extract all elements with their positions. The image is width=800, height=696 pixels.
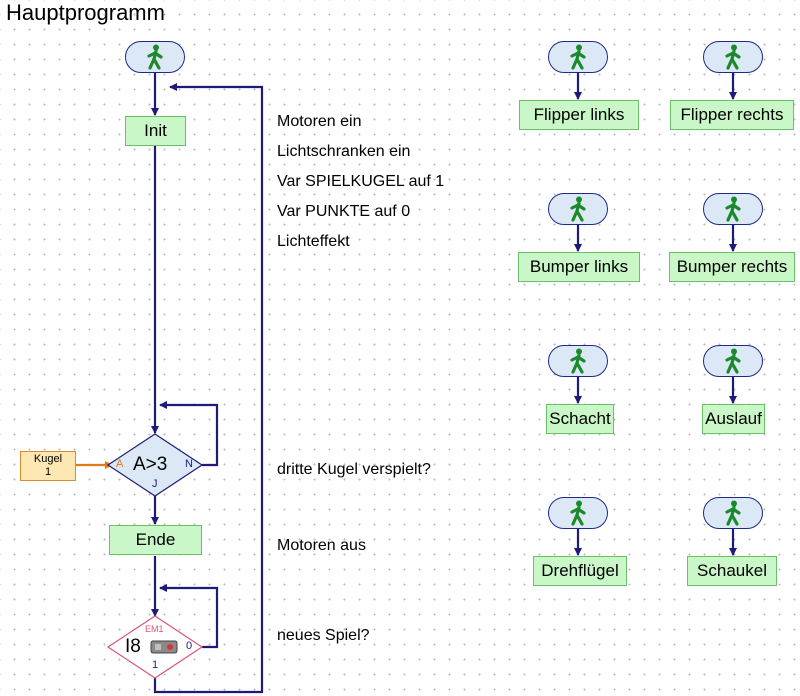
walking-man-icon xyxy=(567,500,589,526)
comment-neues-spiel: neues Spiel? xyxy=(277,627,370,644)
walking-man-icon xyxy=(722,500,744,526)
comment-lichteffekt: Lichteffekt xyxy=(277,233,350,250)
subprogram-drehfluegel[interactable]: Drehflügel xyxy=(533,556,627,586)
subprogram-start-drehfluegel[interactable] xyxy=(548,497,608,529)
subprogram-start-bumper-links[interactable] xyxy=(548,193,608,225)
walking-man-icon xyxy=(567,348,589,374)
walking-man-icon xyxy=(722,196,744,222)
subprogram-start-schacht[interactable] xyxy=(548,345,608,377)
program-start[interactable] xyxy=(125,41,185,73)
comment-motoren-ein: Motoren ein xyxy=(277,113,362,130)
wire-input-loop xyxy=(159,584,219,649)
subprogram-start-bumper-rechts[interactable] xyxy=(703,193,763,225)
subprogram-start-schaukel[interactable] xyxy=(703,497,763,529)
subprogram-auslauf[interactable]: Auslauf xyxy=(702,404,765,434)
comment-lichtschranken: Lichtschranken ein xyxy=(277,143,411,160)
subprogram-schaukel[interactable]: Schaukel xyxy=(687,556,777,586)
compare-port-a: A xyxy=(116,458,124,470)
compare-port-n: N xyxy=(185,458,193,470)
walking-man-icon xyxy=(722,44,744,70)
variable-value: 1 xyxy=(44,466,52,478)
input-port-1: 1 xyxy=(152,659,159,671)
walking-man-icon xyxy=(144,44,166,70)
input-name: I8 xyxy=(125,636,141,657)
subprogram-start-flipper-rechts[interactable] xyxy=(703,41,763,73)
walking-man-icon xyxy=(722,348,744,374)
subprogram-bumper-links[interactable]: Bumper links xyxy=(518,252,640,282)
program-title: Hauptprogramm xyxy=(6,0,165,25)
subprogram-start-auslauf[interactable] xyxy=(703,345,763,377)
init-block[interactable]: Init xyxy=(125,116,186,146)
subprogram-schacht[interactable]: Schacht xyxy=(546,404,614,434)
variable-kugel[interactable]: Kugel 1 xyxy=(20,451,76,481)
compare-expression: A>3 xyxy=(133,454,168,475)
subprogram-bumper-rechts[interactable]: Bumper rechts xyxy=(669,252,795,282)
comment-dritte-kugel: dritte Kugel verspielt? xyxy=(277,461,431,478)
ende-block[interactable]: Ende xyxy=(109,525,202,555)
subprogram-flipper-rechts[interactable]: Flipper rechts xyxy=(670,100,794,130)
compare-port-j: J xyxy=(152,478,158,490)
input-port-0: 0 xyxy=(186,640,193,652)
wire-compare-loop xyxy=(159,401,219,467)
walking-man-icon xyxy=(567,44,589,70)
compare-block[interactable] xyxy=(106,433,204,497)
phototransistor-icon xyxy=(150,637,178,662)
subprogram-flipper-links[interactable]: Flipper links xyxy=(519,100,639,130)
comment-punkte: Var PUNKTE auf 0 xyxy=(277,203,411,220)
variable-name: Kugel xyxy=(33,453,63,465)
walking-man-icon xyxy=(567,196,589,222)
subprogram-start-flipper-links[interactable] xyxy=(548,41,608,73)
comment-motoren-aus: Motoren aus xyxy=(277,537,366,554)
input-module-label: EM1 xyxy=(145,624,164,634)
comment-spielkugel: Var SPIELKUGEL auf 1 xyxy=(277,173,445,190)
wire-restart-loop xyxy=(153,83,264,694)
